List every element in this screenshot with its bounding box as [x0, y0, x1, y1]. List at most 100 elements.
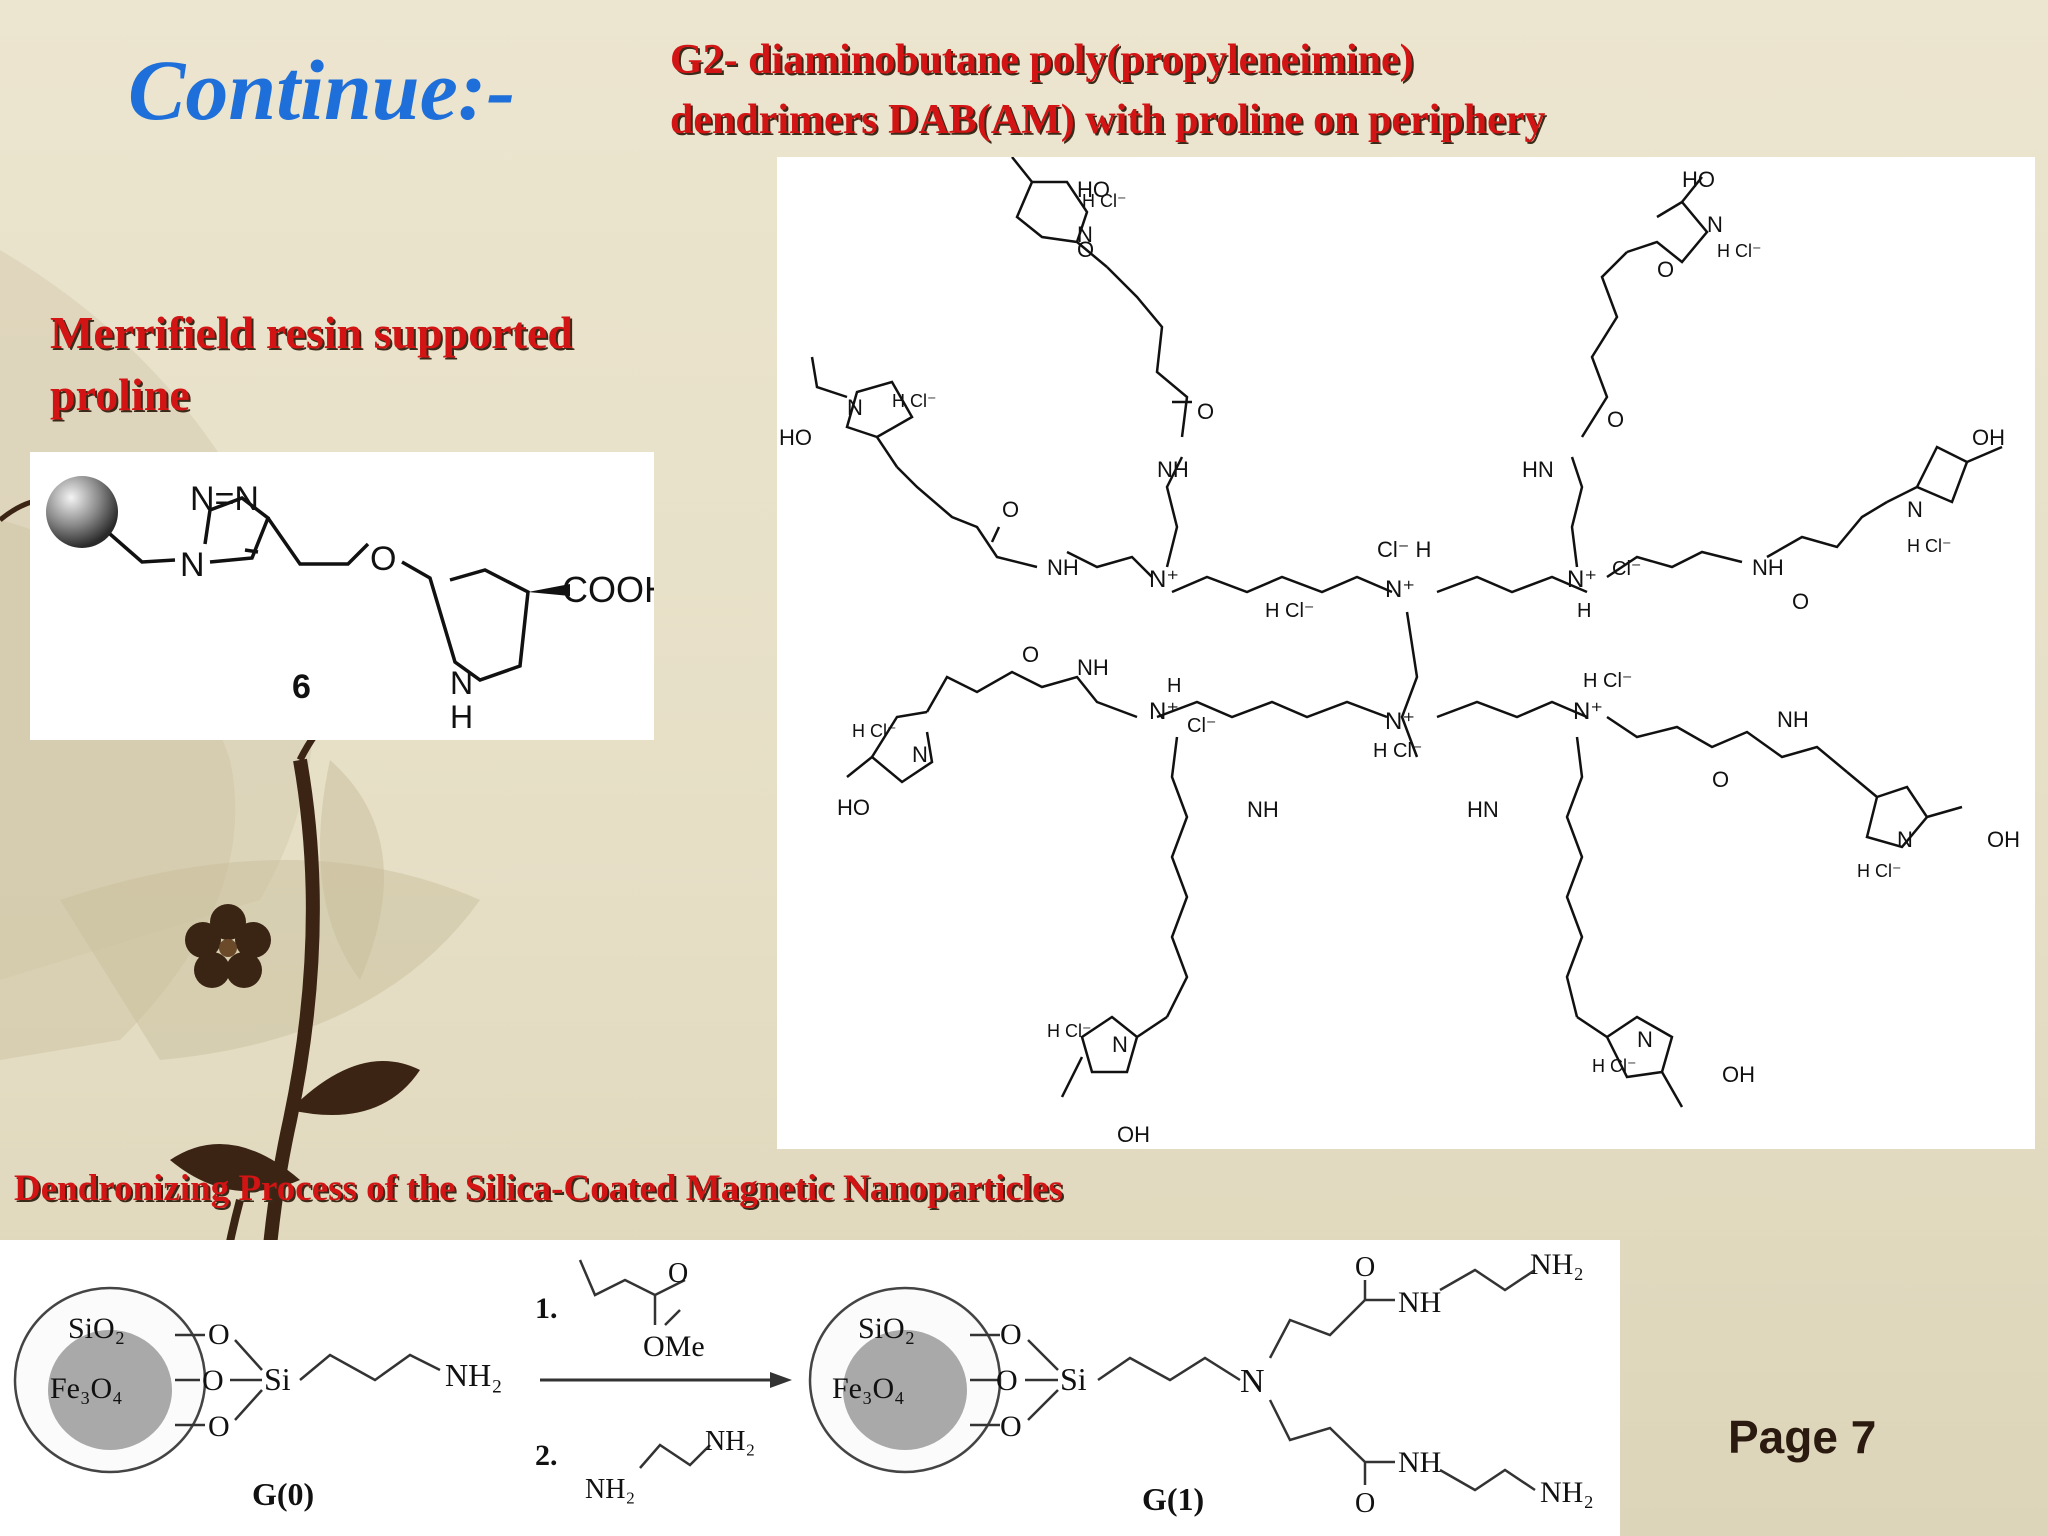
acid-ho-1: HO: [1077, 177, 1110, 202]
g0-label: G(0): [252, 1476, 314, 1512]
dendrimer-title-line1: G2- diaminobutane poly(propyleneimine): [670, 37, 1414, 83]
dendrimer-title-line2: dendrimers DAB(AM) with proline on perip…: [670, 97, 1546, 143]
slide-heading: Continue:-: [128, 42, 516, 138]
pyrrolidinium-hcl-1: H Cl⁻: [1082, 191, 1127, 211]
amide-nh-5: NH: [1077, 655, 1109, 680]
compound-number: 6: [292, 668, 311, 706]
g0-oxygen-2: O: [202, 1364, 224, 1397]
g1-fe3o4-label: Fe₃O₄: [832, 1372, 905, 1405]
lower-left-ammonium: N⁺: [1149, 698, 1179, 725]
g1-sio2-label: SiO₂: [858, 1312, 915, 1345]
g1-oxygen-1: O: [1000, 1318, 1022, 1351]
g1-oxygen-2: O: [996, 1364, 1018, 1397]
amide-nh-4: NH: [1752, 555, 1784, 580]
ethylenediamine-nh2-b: NH₂: [705, 1426, 755, 1457]
merrifield-title: Merrifield resin supported proline: [50, 302, 573, 426]
core-top-counterion: Cl⁻ H: [1377, 537, 1431, 562]
pyrrolidinium-hcl-8: H Cl⁻: [1592, 1056, 1637, 1076]
g1-amide-o-lower: O: [1355, 1488, 1375, 1519]
dendronizing-scheme: SiO₂ Fe₃O₄ O O O Si NH₂ G(0): [13, 1248, 1594, 1519]
pyrrolidinium-n-5: N: [912, 742, 928, 767]
g0-fe3o4-label: Fe₃O₄: [50, 1372, 123, 1405]
g1-oxygen-3: O: [1000, 1410, 1022, 1443]
g0-sio2-label: SiO₂: [68, 1312, 125, 1345]
dendronizing-title: Dendronizing Process of the Silica-Coate…: [14, 1168, 1063, 1209]
flower-icon: [185, 904, 271, 988]
pyrrolidinium-hcl-5: H Cl⁻: [852, 721, 897, 741]
amide-nh-6: NH: [1777, 707, 1809, 732]
amide-hn-8: HN: [1467, 797, 1499, 822]
pyrrolidinium-hcl-2: H Cl⁻: [1717, 241, 1762, 261]
carbonyl-o-1: O: [1197, 399, 1214, 424]
resin-bead-icon: [46, 476, 118, 548]
ring-hydrogen: H: [450, 699, 473, 735]
carboxyl-group: COOH: [562, 569, 654, 610]
pyrrolidinium-n-6: N: [1897, 827, 1913, 852]
g1-amide-o-upper: O: [1355, 1252, 1375, 1283]
lower-right-hcl: H Cl⁻: [1583, 670, 1632, 692]
g0-oxygen-3: O: [208, 1410, 230, 1443]
acid-oh-8: OH: [1722, 1062, 1755, 1087]
carbonyl-o-6: O: [1792, 589, 1809, 614]
g1-terminal-nh2-upper: NH₂: [1530, 1248, 1584, 1281]
upper-right-chloride: Cl⁻: [1612, 558, 1641, 580]
carbonyl-o-8: O: [1712, 767, 1729, 792]
pyrrolidinium-hcl-4: H Cl⁻: [1907, 536, 1952, 556]
upper-left-hcl: H Cl⁻: [1265, 600, 1314, 622]
pyrrolidinium-hcl-6: H Cl⁻: [1857, 861, 1902, 881]
core-bottom-counterion: H Cl⁻: [1373, 740, 1422, 762]
acrylate-ome: OMe: [643, 1330, 705, 1363]
acid-ho-3: HO: [779, 425, 812, 450]
dendronizing-scheme-panel: SiO₂ Fe₃O₄ O O O Si NH₂ G(0): [0, 1240, 1620, 1536]
carbonyl-o-3: O: [1002, 497, 1019, 522]
triazole-n1: N: [180, 546, 205, 584]
core-nitrogen-bottom: N⁺: [1385, 708, 1415, 735]
pyrrolidinium-n-7: N: [1112, 1032, 1128, 1057]
ring-nitrogen: N: [450, 665, 473, 701]
pyrrolidinium-n-4: N: [1907, 497, 1923, 522]
g1-tertiary-amine: N: [1240, 1363, 1265, 1400]
g1-terminal-nh2-lower: NH₂: [1540, 1476, 1594, 1509]
g0-silicon: Si: [264, 1361, 291, 1397]
acid-ho-5: HO: [837, 795, 870, 820]
g1-amide-nh-upper: NH: [1398, 1286, 1441, 1319]
acrylate-carbonyl-o: O: [668, 1258, 688, 1289]
merrifield-structure: N N=N O COOH N H 6: [46, 476, 670, 735]
carbonyl-o-4: O: [1607, 407, 1624, 432]
merrifield-title-line1: Merrifield resin supported: [50, 307, 573, 358]
pyrrolidinium-n-2: N: [1707, 212, 1723, 237]
amide-nh-2: NH: [1047, 555, 1079, 580]
ethylenediamine-nh2-a: NH₂: [585, 1474, 635, 1505]
dendrimer-structure: Cl⁻ H N⁺ N⁺ H Cl⁻ N⁺ H Cl⁻ N⁺ Cl⁻ H N⁺ H…: [779, 156, 2020, 1147]
lower-left-hydrogen: H: [1167, 675, 1181, 697]
acid-oh-7: OH: [1117, 1122, 1150, 1147]
step-1-label: 1.: [535, 1292, 558, 1325]
merrifield-structure-panel: N N=N O COOH N H 6: [30, 452, 670, 740]
pyrrolidinium-n-1: N: [1077, 222, 1093, 247]
lower-left-chloride: Cl⁻: [1187, 715, 1216, 737]
g1-silicon: Si: [1060, 1361, 1087, 1397]
pyrrolidinium-hcl-7: H Cl⁻: [1047, 1021, 1092, 1041]
g0-amine: NH₂: [445, 1357, 502, 1393]
upper-right-ammonium: N⁺: [1567, 566, 1597, 593]
dendrimer-title: G2- diaminobutane poly(propyleneimine) d…: [670, 30, 1545, 150]
amide-nh-7: NH: [1247, 797, 1279, 822]
ether-oxygen: O: [370, 540, 396, 578]
pyrrolidinium-hcl-3: H Cl⁻: [892, 391, 937, 411]
acid-oh-4: OH: [1972, 425, 2005, 450]
g1-amide-nh-lower: NH: [1398, 1446, 1441, 1479]
g0-oxygen-1: O: [208, 1318, 230, 1351]
carbonyl-o-2: O: [1077, 237, 1094, 262]
pyrrolidinium-n-8: N: [1637, 1027, 1653, 1052]
merrifield-title-line2: proline: [50, 369, 190, 420]
lower-right-ammonium: N⁺: [1573, 698, 1603, 725]
core-nitrogen-top: N⁺: [1385, 576, 1415, 603]
dendrimer-structure-panel: Cl⁻ H N⁺ N⁺ H Cl⁻ N⁺ H Cl⁻ N⁺ Cl⁻ H N⁺ H…: [777, 156, 2035, 1149]
carbonyl-o-7: O: [1022, 642, 1039, 667]
carbonyl-o-5: O: [1657, 257, 1674, 282]
acid-oh-6: OH: [1987, 827, 2020, 852]
upper-left-ammonium: N⁺: [1149, 566, 1179, 593]
upper-right-hydrogen: H: [1577, 600, 1591, 622]
acid-ho-2: HO: [1682, 167, 1715, 192]
